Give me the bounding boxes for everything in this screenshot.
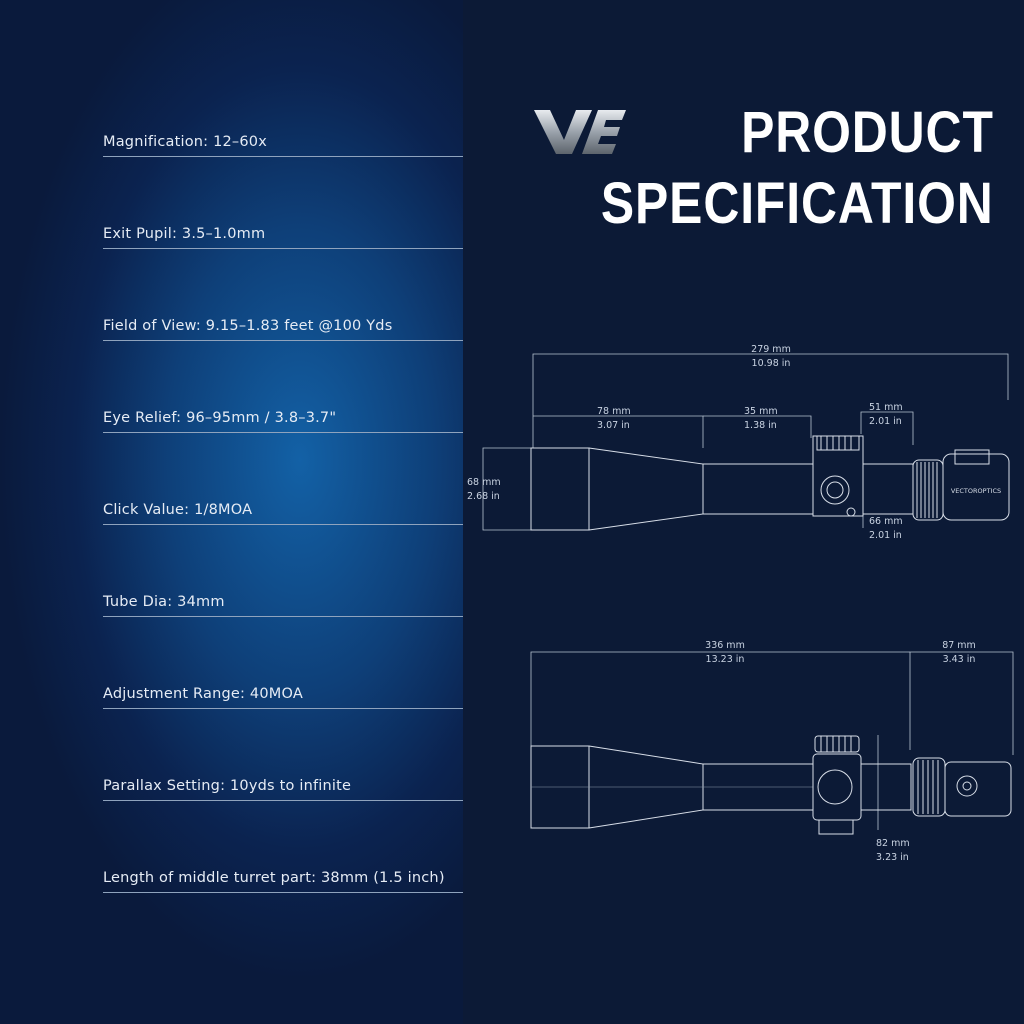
- spec-parallax-setting: Parallax Setting: 10yds to infinite: [103, 772, 463, 801]
- title-line-2: SPECIFICATION: [601, 171, 994, 236]
- bottom-turret-in: 3.23 in: [876, 852, 909, 863]
- bottom-turret-mm: 82 mm: [876, 838, 910, 849]
- bottom-overall-in: 13.23 in: [706, 654, 745, 665]
- left-spec-panel: [0, 0, 463, 1024]
- spec-label: Length of middle turret part: 38mm (1.5 …: [103, 870, 445, 886]
- bottom-eyepiece-mm: 87 mm: [942, 640, 976, 651]
- spec-label: Click Value: 1/8MOA: [103, 502, 253, 518]
- top-overall-mm: 279 mm: [751, 344, 791, 355]
- top-turret-mm: 66 mm: [869, 516, 903, 527]
- spec-label: Adjustment Range: 40MOA: [103, 686, 303, 702]
- spec-label: Exit Pupil: 3.5–1.0mm: [103, 226, 266, 242]
- spec-tube-dia: Tube Dia: 34mm: [103, 588, 463, 617]
- scope-top-view: [482, 353, 1010, 531]
- right-diagram-panel: [463, 0, 1024, 1024]
- top-objective-in: 3.07 in: [597, 420, 630, 431]
- spec-label: Magnification: 12–60x: [103, 134, 268, 150]
- spec-label: Field of View: 9.15–1.83 feet @100 Yds: [103, 318, 393, 334]
- title-line-1: PRODUCT: [741, 100, 994, 165]
- top-objective-mm: 78 mm: [597, 406, 631, 417]
- top-eyepiece-mm: 51 mm: [869, 402, 903, 413]
- brand-mark-text: VECTOROPTICS: [951, 487, 1001, 495]
- spec-eye-relief: Eye Relief: 96–95mm / 3.8–3.7": [103, 404, 463, 433]
- top-tube-in: 1.38 in: [744, 420, 777, 431]
- bottom-eyepiece-in: 3.43 in: [943, 654, 976, 665]
- spec-magnification: Magnification: 12–60x: [103, 128, 463, 157]
- top-tube-mm: 35 mm: [744, 406, 778, 417]
- spec-click-value: Click Value: 1/8MOA: [103, 496, 463, 525]
- spec-label: Eye Relief: 96–95mm / 3.8–3.7": [103, 410, 337, 426]
- top-turret-in: 2.01 in: [869, 530, 902, 541]
- top-height-mm: 68 mm: [467, 477, 501, 488]
- top-height-in: 2.68 in: [467, 491, 500, 502]
- spec-label: Tube Dia: 34mm: [103, 594, 225, 610]
- bottom-overall-mm: 336 mm: [705, 640, 745, 651]
- top-overall-in: 10.98 in: [752, 358, 791, 369]
- top-eyepiece-in: 2.01 in: [869, 416, 902, 427]
- spec-field-of-view: Field of View: 9.15–1.83 feet @100 Yds: [103, 312, 463, 341]
- scope-bottom-view: [530, 651, 1014, 835]
- spec-exit-pupil: Exit Pupil: 3.5–1.0mm: [103, 220, 463, 249]
- brand-logo-icon: [534, 110, 626, 154]
- scope-dimension-diagram: 279 mm 10.98 in 78 mm 3.07 in 35 mm 1.38…: [467, 344, 1014, 863]
- spec-adjustment-range: Adjustment Range: 40MOA: [103, 680, 463, 709]
- spec-turret-length: Length of middle turret part: 38mm (1.5 …: [103, 864, 463, 893]
- spec-label: Parallax Setting: 10yds to infinite: [103, 778, 352, 794]
